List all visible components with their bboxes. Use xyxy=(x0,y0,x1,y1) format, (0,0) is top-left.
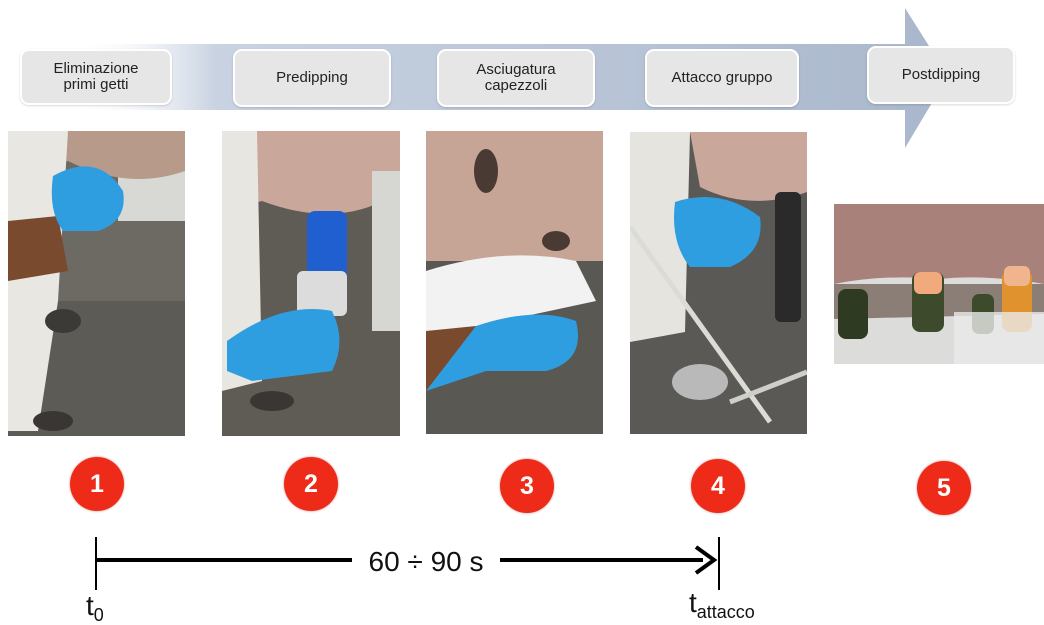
t-attacco-label: tattacco xyxy=(689,589,755,621)
duration-label: 60 ÷ 90 s xyxy=(352,544,500,580)
t0-label: t0 xyxy=(86,592,104,624)
